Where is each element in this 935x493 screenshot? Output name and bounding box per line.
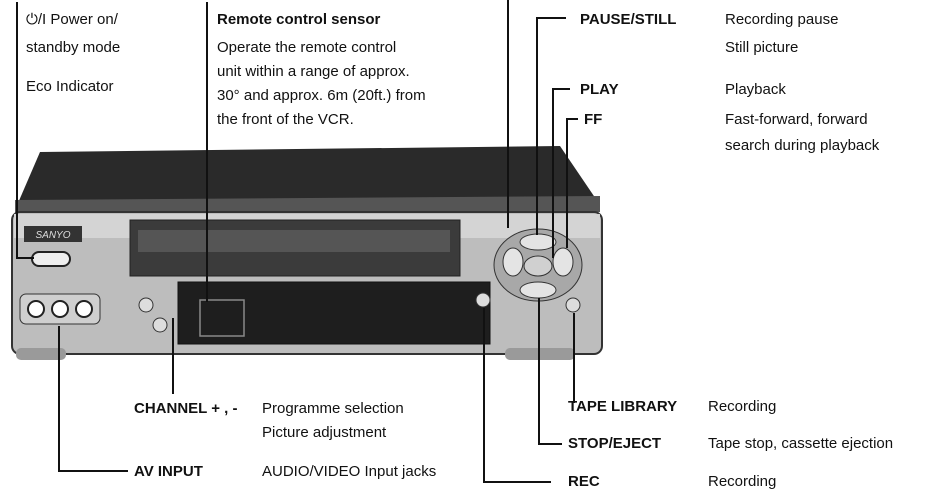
rec-leader-v [483,308,485,482]
pause-still-button [519,233,557,251]
av-jack-1 [27,300,45,318]
tape-library-button [565,297,581,313]
pause-still-desc-1: Recording pause [725,11,839,28]
pause-leader-v [536,17,538,235]
channel-plus-button [138,297,154,313]
channel-label: CHANNEL + , - [134,400,238,417]
sensor-desc-2: unit within a range of approx. [217,63,410,80]
rec-desc: Recording [708,473,777,490]
pause-leader-h [536,17,566,19]
brand-badge [24,226,82,242]
ff-button [552,247,574,277]
ff-desc-2: search during playback [725,137,880,154]
av-jack-3 [75,300,93,318]
stop-leader-v [538,298,540,444]
sensor-title: Remote control sensor [217,11,381,28]
power-leader [16,2,18,258]
tape-library-desc: Recording [708,398,777,415]
ff-leader-h [566,118,578,120]
sensor-desc-1: Operate the remote control [217,39,397,56]
vcr-top-cover [15,146,600,210]
av-input-desc: AUDIO/VIDEO Input jacks [262,463,437,480]
vcr-foot-right [505,348,575,360]
tape-leader-v [573,313,575,403]
rec-leader-h [483,481,551,483]
channel-leader [172,318,174,394]
rec-label: REC [568,473,600,490]
top-leader [507,0,509,228]
vcr-foot-left [16,348,66,360]
play-label: PLAY [580,81,619,98]
power-button [31,251,71,267]
remote-sensor-window [199,299,245,337]
power-label: ⏻/I Power on/ [26,11,118,28]
ff-label: FF [584,111,603,128]
play-leader-h [552,88,570,90]
play-button [523,255,553,277]
rec-button [475,292,491,308]
av-input-label: AV INPUT [134,463,203,480]
play-desc: Playback [725,81,786,98]
channel-minus-button [152,317,168,333]
stop-eject-button [519,281,557,299]
sensor-desc-3: 30° and approx. 6m (20ft.) from [217,87,426,104]
tape-library-label: TAPE LIBRARY [568,398,678,415]
stop-eject-label: STOP/EJECT [568,435,662,452]
play-leader-v [552,88,554,258]
stop-eject-desc: Tape stop, cassette ejection [708,435,894,452]
av-leader-h [58,470,128,472]
stop-leader-h [538,443,562,445]
sensor-leader [206,2,208,302]
eco-indicator-label: Eco Indicator [26,78,114,95]
power-label-2: standby mode [26,39,121,56]
ff-leader-v [566,118,568,248]
pause-still-desc-2: Still picture [725,39,799,56]
sensor-desc-4: the front of the VCR. [217,111,354,128]
rewind-button [502,247,524,277]
brand-logo: SANYO [35,230,70,241]
display-window [177,281,491,345]
pause-still-label: PAUSE/STILL [580,11,677,28]
power-leader-h [16,257,34,259]
channel-desc-2: Picture adjustment [262,424,387,441]
av-jack-2 [51,300,69,318]
av-leader-v [58,326,60,472]
ff-desc-1: Fast-forward, forward [725,111,868,128]
channel-desc-1: Programme selection [262,400,404,417]
